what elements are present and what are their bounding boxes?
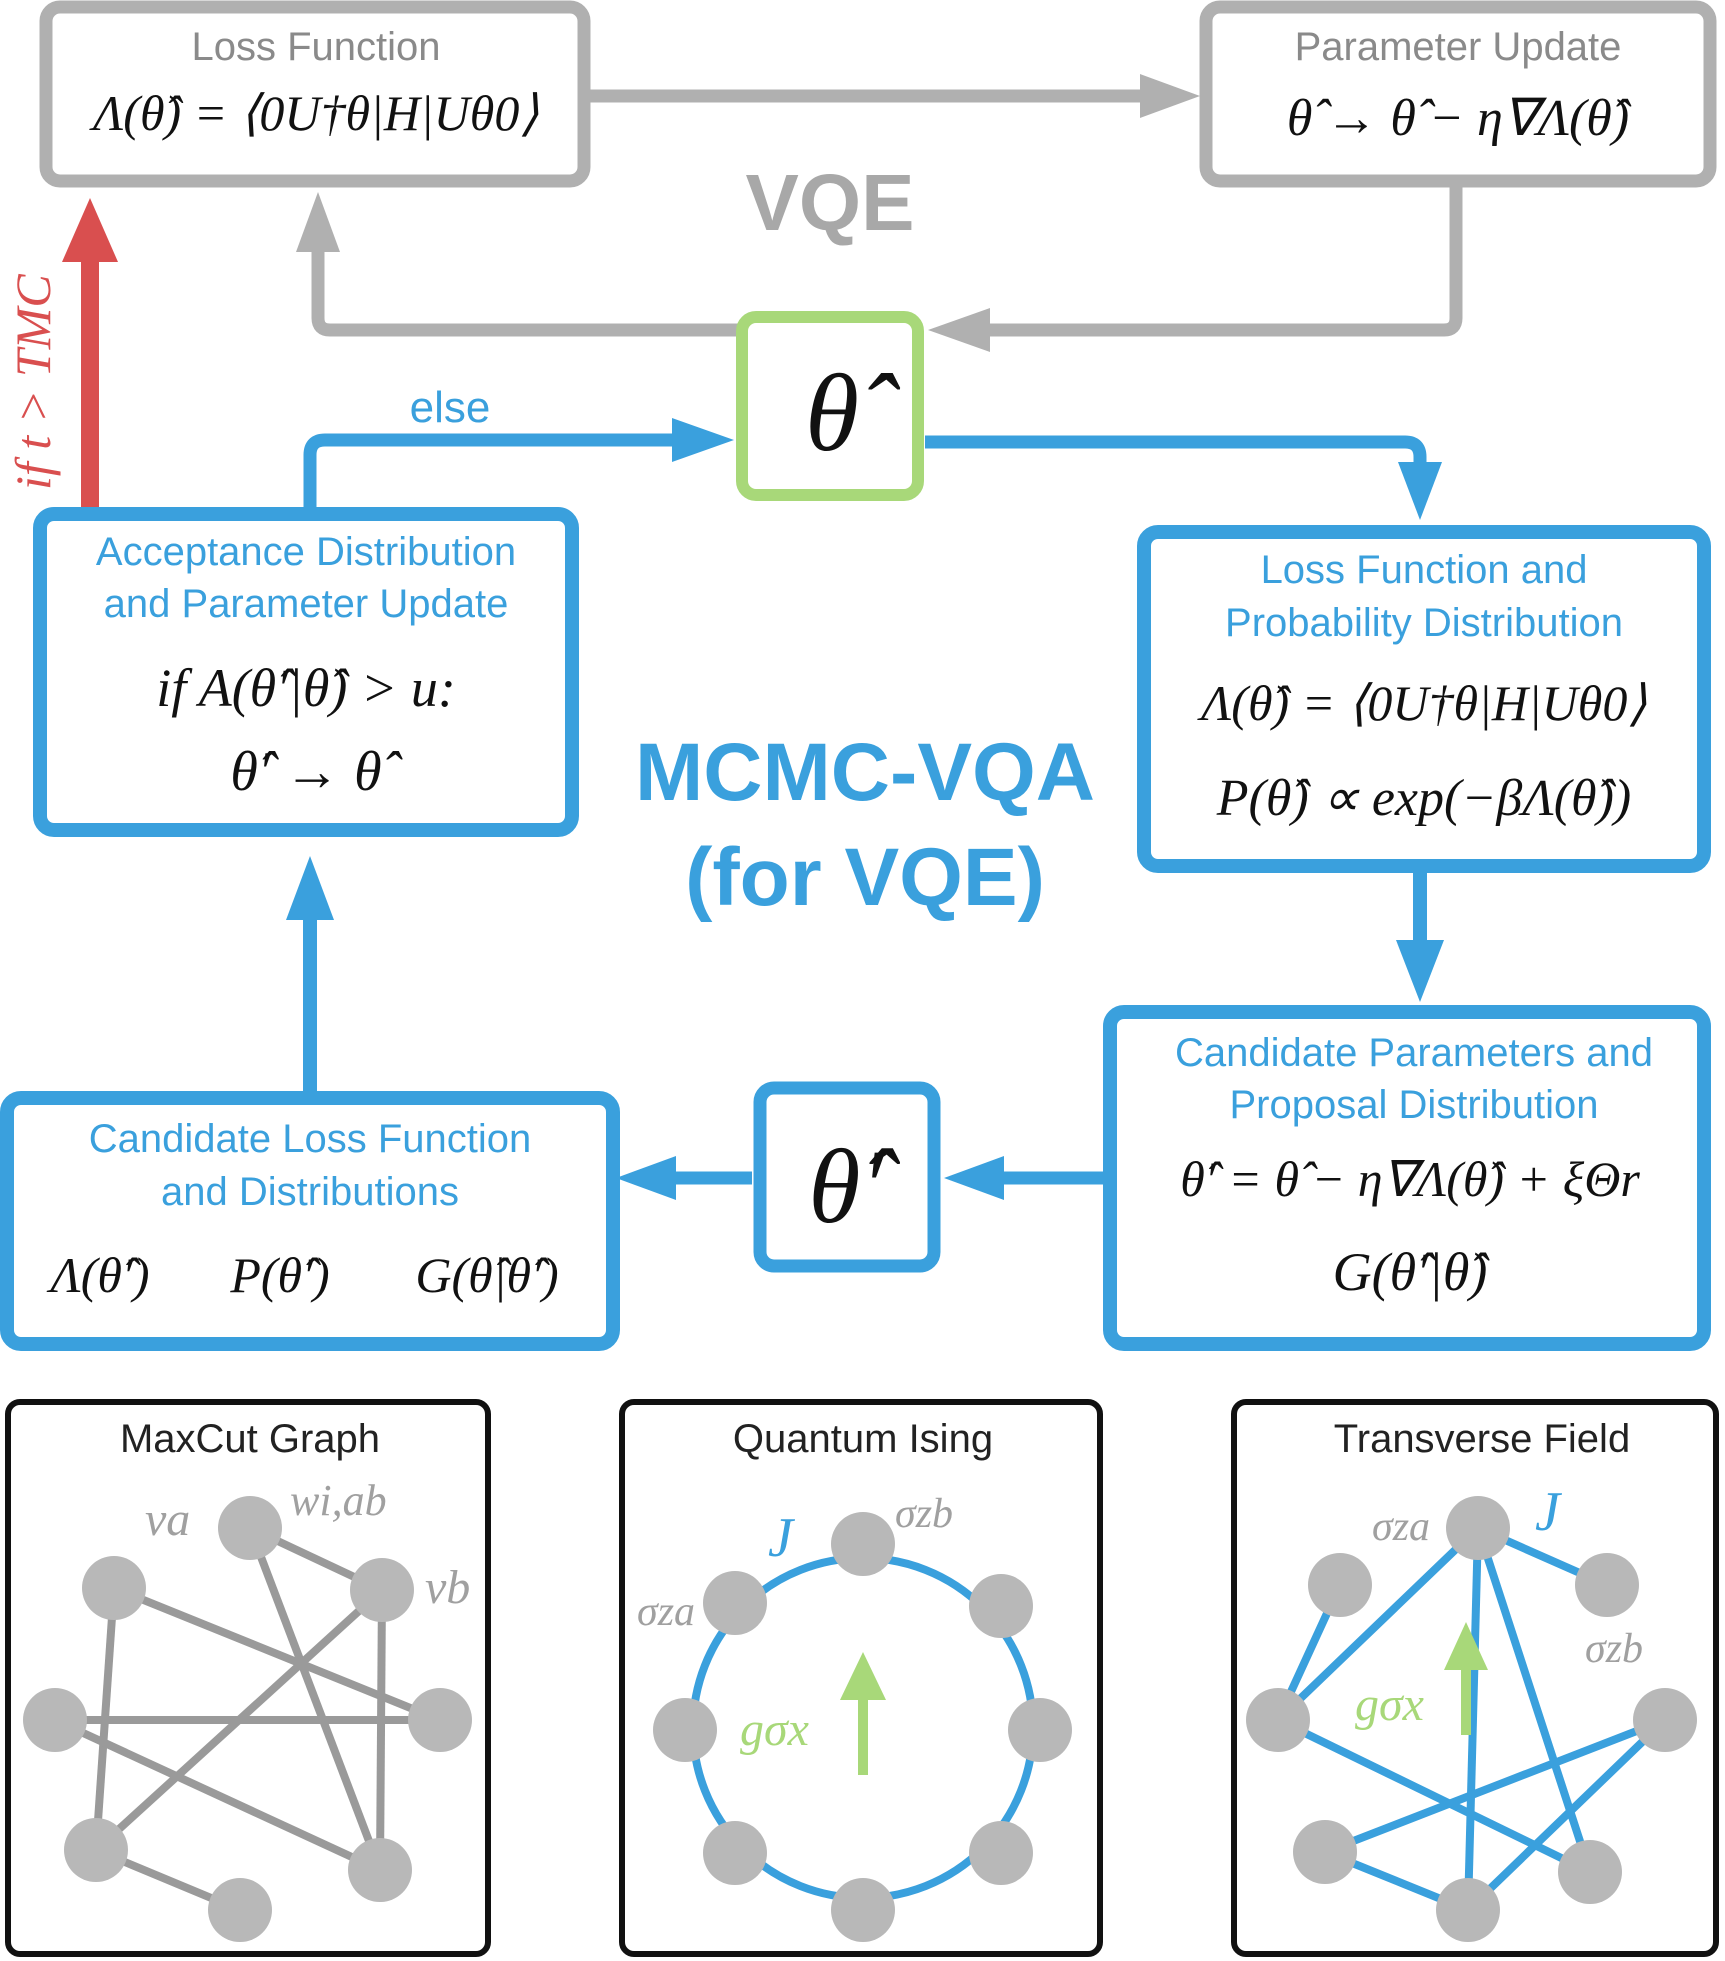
candidate-loss-formula-3: G(θ̂|θ̂′)	[415, 1247, 558, 1303]
arrowhead-theta-to-loss	[296, 192, 340, 252]
arrowhead-candloss-to-acceptance	[286, 856, 334, 920]
candidate-params-formula-1: θ̂′ = θ̂ − η∇Λ(θ̂) + ξΘr	[1180, 1151, 1640, 1207]
ising-sa: σza	[637, 1589, 695, 1635]
maxcut-panel: MaxCut Graph va wi,ab vb	[5, 1399, 491, 1957]
transverse-panel: Transverse Field J σza σzb gσx	[1231, 1399, 1719, 1957]
arrow-theta-to-lossprob	[925, 435, 1427, 470]
maxcut-title: MaxCut Graph	[120, 1417, 380, 1461]
ising-nodes	[653, 1512, 1072, 1942]
candidate-loss-title-1: Candidate Loss Function	[89, 1117, 532, 1161]
else-label: else	[410, 383, 491, 432]
arrow-update-to-theta	[990, 185, 1463, 337]
maxcut-va: va	[145, 1493, 190, 1546]
vqe-loop: Loss Function Λ(θ̂) = ⟨0U†θ|H|Uθ0⟩ Param…	[39, 0, 1717, 352]
candidate-loss-formula-1: Λ(θ̂′)	[47, 1247, 150, 1303]
vqe-label: VQE	[746, 158, 915, 247]
theta-box	[736, 311, 924, 501]
loss-prob-box	[1137, 525, 1711, 873]
candidate-loss-formula-2: P(θ̂′)	[229, 1247, 329, 1303]
vqe-loss-title: Loss Function	[191, 25, 440, 69]
arrowhead-update-to-theta	[928, 308, 990, 352]
vqe-loss-box	[39, 0, 591, 188]
maxcut-w: wi,ab	[290, 1476, 387, 1525]
arrow-theta-to-loss	[311, 250, 738, 337]
acceptance-title-2: and Parameter Update	[104, 582, 509, 626]
transverse-title: Transverse Field	[1334, 1417, 1630, 1461]
vqe-update-title: Parameter Update	[1295, 25, 1622, 69]
candidate-params-title-1: Candidate Parameters and	[1175, 1031, 1653, 1075]
theta-prime-box	[753, 1081, 941, 1273]
candidate-loss-title-2: and Distributions	[161, 1170, 459, 1214]
arrowhead-lossprob-to-candidate	[1396, 940, 1444, 1002]
vqe-loss-formula: Λ(θ̂) = ⟨0U†θ|H|Uθ0⟩	[89, 85, 539, 141]
loss-prob-formula-1: Λ(θ̂) = ⟨0U†θ|H|Uθ0⟩	[1197, 675, 1647, 731]
center-title-2: (for VQE)	[685, 832, 1045, 923]
candidate-params-formula-2: G(θ̂′|θ̂)	[1333, 1242, 1491, 1302]
ising-field-arrowhead	[840, 1652, 886, 1700]
acceptance-box	[33, 507, 579, 837]
ising-title: Quantum Ising	[733, 1417, 993, 1461]
loss-prob-formula-2: P(θ̂) ∝ exp(−βΛ(θ̂))	[1216, 770, 1631, 827]
transverse-J: J	[1535, 1481, 1563, 1543]
ising-panel: Quantum Ising J σzb σza gσx	[619, 1399, 1103, 1957]
transverse-sa: σza	[1372, 1504, 1430, 1550]
ising-J: J	[768, 1507, 796, 1569]
arrowhead-loss-to-update	[1140, 74, 1200, 118]
red-arrowhead	[62, 198, 118, 262]
ising-g: gσx	[740, 1703, 809, 1756]
transverse-sb: σzb	[1585, 1626, 1643, 1672]
mcmc-loop: else Acceptance Distribution and Paramet…	[0, 383, 1711, 1351]
arrowhead-acceptance-to-theta	[672, 418, 734, 462]
acceptance-formula-2: θ̂′ → θ̂	[230, 741, 402, 803]
vqe-update-box	[1199, 0, 1717, 188]
center-title-1: MCMC-VQA	[635, 727, 1095, 818]
transverse-g: gσx	[1355, 1678, 1424, 1731]
arrowhead-theta-to-lossprob	[1398, 462, 1442, 520]
acceptance-formula-1: if A(θ̂′|θ̂) > u:	[156, 658, 456, 718]
maxcut-nodes	[23, 1496, 472, 1942]
maxcut-vb: vb	[425, 1561, 470, 1614]
transverse-field-arrowhead	[1444, 1622, 1488, 1670]
loss-prob-title-2: Probability Distribution	[1225, 601, 1623, 645]
candidate-params-box	[1103, 1005, 1711, 1351]
arrowhead-candidate-to-thetaprime	[944, 1156, 1004, 1200]
vqe-update-formula: θ̂ → θ̂ − η∇Λ(θ̂)	[1287, 90, 1632, 147]
arrow-acceptance-to-theta	[303, 433, 680, 510]
transverse-nodes	[1246, 1496, 1697, 1942]
maxcut-edges	[53, 1524, 442, 1914]
candidate-loss-box	[0, 1091, 620, 1351]
ising-sb: σzb	[895, 1491, 953, 1537]
condition-label: if t > TMC	[5, 274, 61, 490]
acceptance-title-1: Acceptance Distribution	[96, 530, 516, 574]
candidate-params-title-2: Proposal Distribution	[1229, 1083, 1598, 1127]
loss-prob-title-1: Loss Function and	[1261, 548, 1588, 592]
arrowhead-thetaprime-to-candloss	[616, 1156, 676, 1200]
